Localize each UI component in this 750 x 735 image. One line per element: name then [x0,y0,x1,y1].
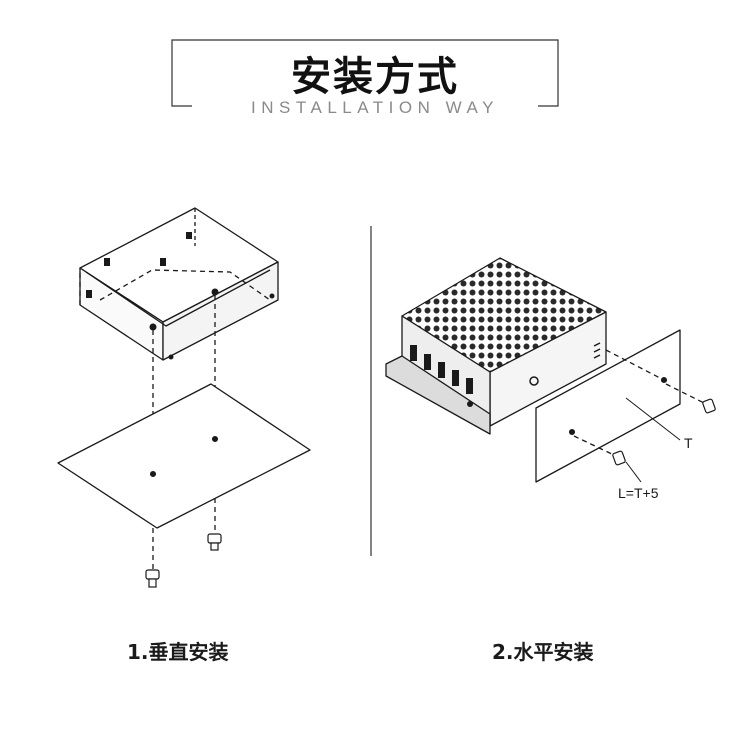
page-title: 安装方式 [291,54,459,100]
power-supply-enclosure [79,207,279,361]
screw-icon [612,398,716,466]
page-subtitle: INSTALLATION WAY [251,98,499,117]
header-bracket-right [376,39,559,107]
terminal-block [410,345,473,407]
enclosure-holes [86,232,275,360]
horizontal-guide-lines [573,349,707,457]
horizontal-caption: 2.水平安装 [492,640,594,664]
vertical-caption: 1.垂直安装 [127,640,229,664]
thickness-label: T [684,435,693,451]
dimension-leaders [625,397,681,483]
mounting-plate [535,329,681,483]
screw-icon [145,533,222,588]
side-vents [529,342,601,386]
power-supply-body [385,257,607,435]
mounting-panel [57,383,311,529]
length-label: L=T+5 [618,485,659,501]
header-bracket-left [171,39,376,107]
